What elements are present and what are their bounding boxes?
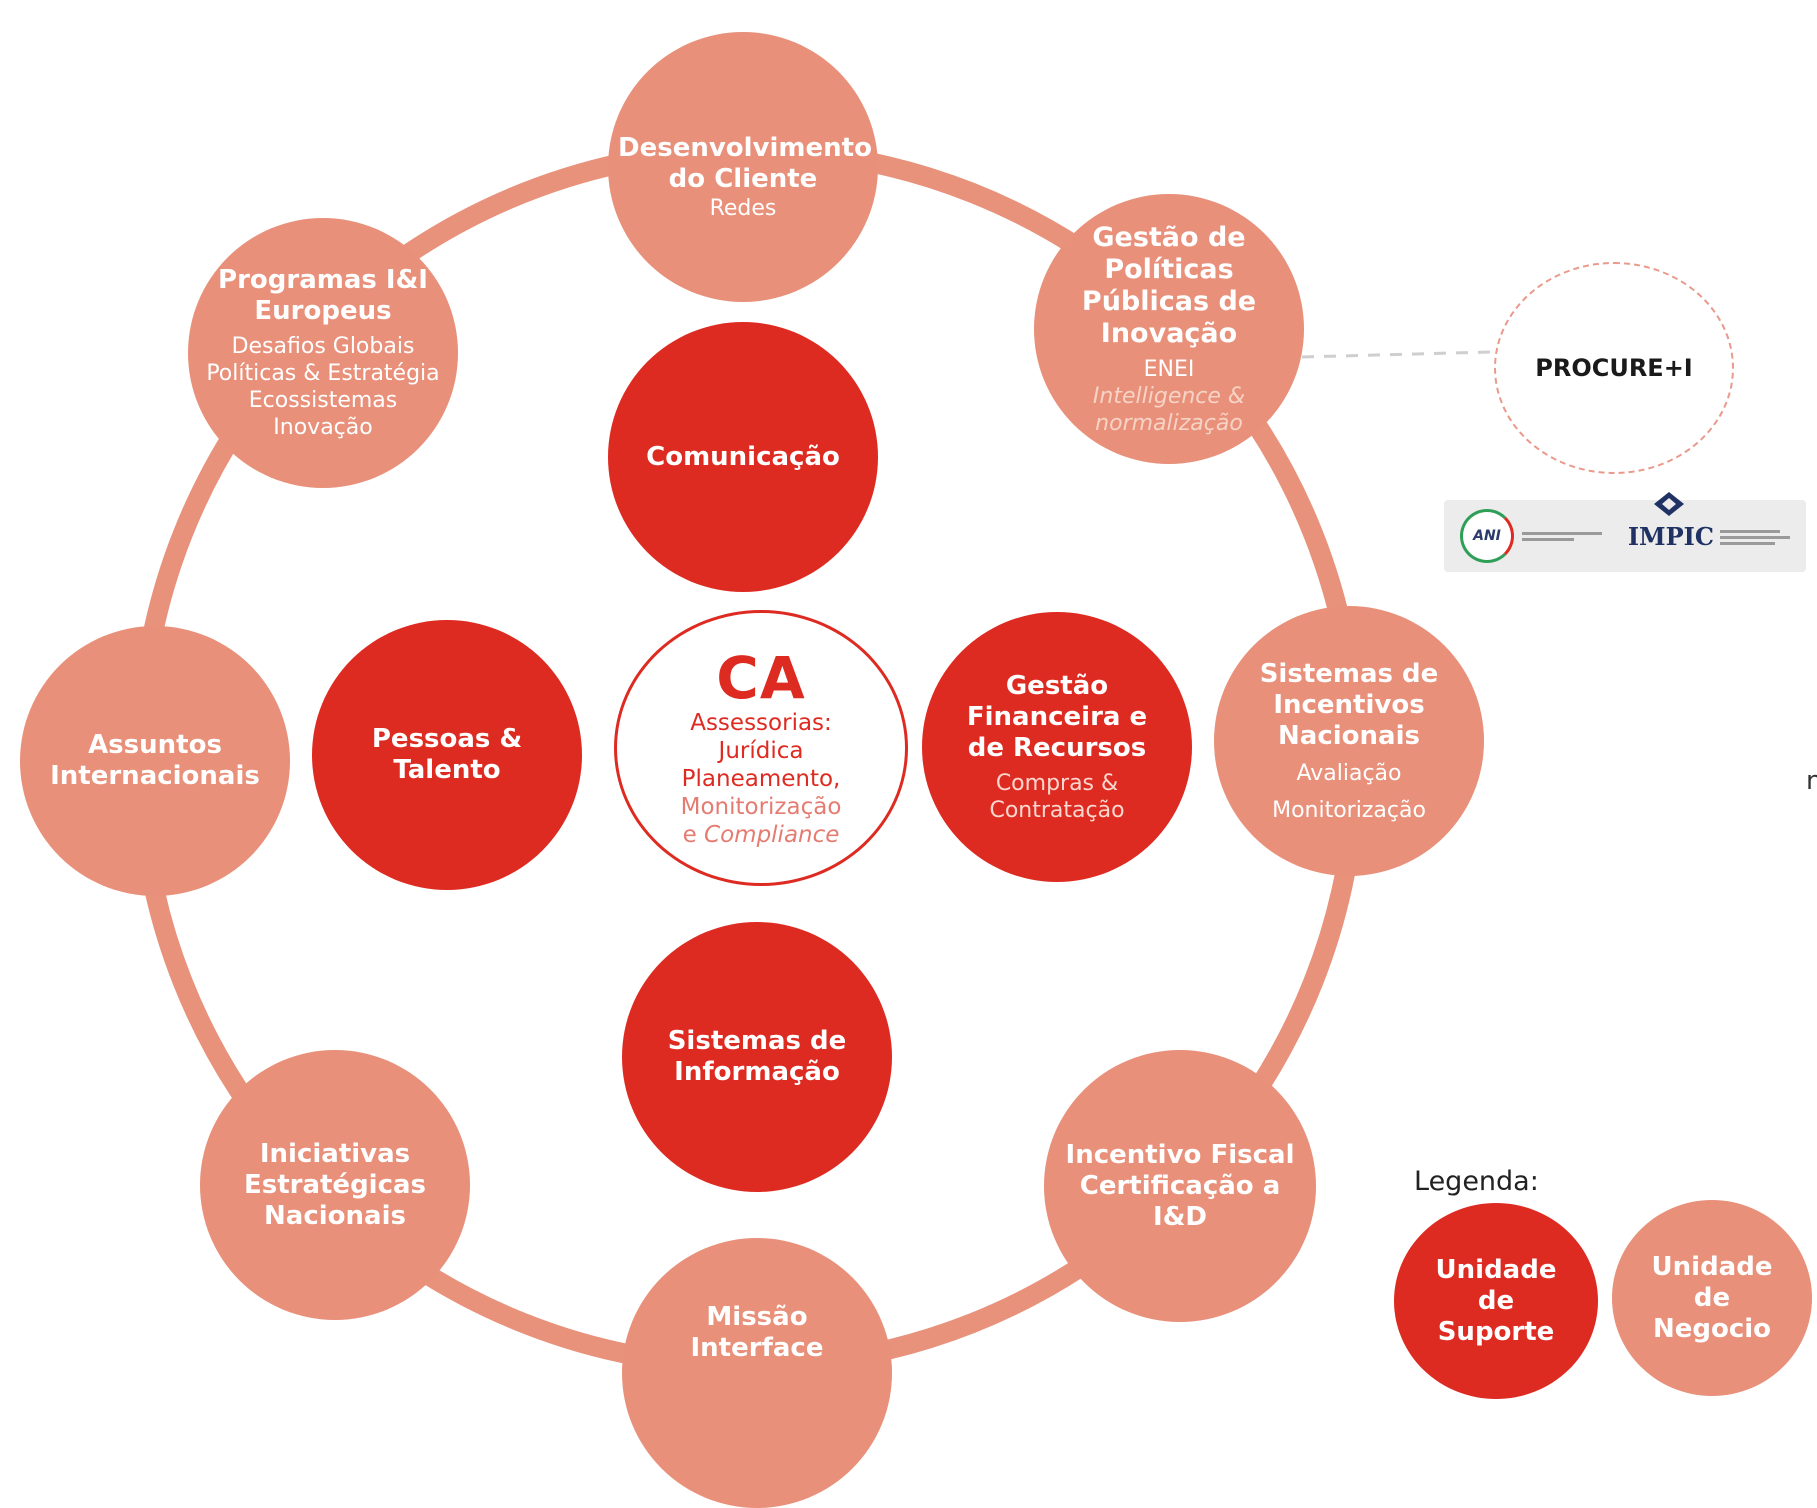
node-programas-europeus: Programas I&I Europeus Desafios Globais …	[188, 218, 458, 488]
node-title: Programas I&I Europeus	[218, 265, 428, 326]
center-line: Planeamento,	[681, 766, 841, 792]
node-title: Gestão Financeira e de Recursos	[966, 670, 1148, 763]
node-sub-italic: Intelligence & normalização	[1092, 383, 1246, 436]
node-comunicacao: Comunicação	[608, 322, 878, 592]
node-sub: Avaliação	[1296, 760, 1402, 786]
node-sub: Monitorização	[1272, 797, 1426, 823]
node-sub: Desafios Globais Políticas & Estratégia …	[206, 334, 440, 440]
node-sistemas-informacao: Sistemas de Informação	[622, 922, 892, 1192]
impic-logo-word: IMPIC	[1627, 521, 1714, 551]
node-desenvolvimento-cliente: Desenvolvimento do Cliente Redes	[608, 32, 878, 302]
impic-logo: IMPIC	[1627, 491, 1790, 551]
node-gestao-financeira: Gestão Financeira e de Recursos Compras …	[922, 612, 1192, 882]
legend-support-unit: Unidade de Suporte	[1394, 1203, 1598, 1399]
node-title: Gestão de Políticas Públicas de Inovação	[1081, 221, 1257, 349]
center-line-compliance: e Compliance	[683, 821, 840, 849]
ani-logo-text	[1522, 531, 1602, 541]
node-title: Missão Interface	[690, 1302, 824, 1363]
node-title: Iniciativas Estratégicas Nacionais	[243, 1138, 427, 1231]
node-incentivo-fiscal: Incentivo Fiscal Certificação a I&D	[1044, 1050, 1316, 1322]
node-title: Incentivo Fiscal Certificação a I&D	[1065, 1139, 1295, 1232]
edge-text-fragment: n	[1806, 766, 1817, 796]
legend-label: Legenda:	[1414, 1166, 1539, 1197]
impic-logo-text	[1720, 529, 1790, 551]
center-line-prefix: e	[682, 822, 697, 848]
node-title: Pessoas & Talento	[371, 724, 523, 785]
node-sub: Compras & Contratação	[989, 770, 1125, 823]
ani-logo: ANI	[1460, 509, 1602, 563]
partner-logos: ANI IMPIC	[1444, 491, 1806, 572]
node-sub: ENEI	[1143, 356, 1195, 382]
center-line-italic: Compliance	[704, 822, 840, 848]
node-center-ca: CA Assessorias: Jurídica Planeamento, Mo…	[614, 610, 908, 886]
legend-support-text: Unidade de Suporte	[1435, 1254, 1557, 1347]
node-gestao-politicas: Gestão de Políticas Públicas de Inovação…	[1034, 194, 1304, 464]
procure-label: PROCURE+I	[1535, 354, 1693, 382]
ani-logo-mark: ANI	[1460, 509, 1514, 563]
center-line: Monitorização	[680, 794, 842, 820]
node-title: Assuntos Internacionais	[50, 730, 260, 791]
node-missao-interface: Missão Interface	[622, 1238, 892, 1508]
node-title: Sistemas de Informação	[667, 1026, 847, 1087]
procure-dashed-link	[1301, 350, 1491, 359]
node-assuntos-internacionais: Assuntos Internacionais	[20, 626, 290, 896]
node-title: Comunicação	[646, 441, 840, 472]
node-title: Desenvolvimento do Cliente	[618, 132, 872, 194]
procure-circle: PROCURE+I	[1494, 262, 1734, 474]
node-pessoas-talento: Pessoas & Talento	[312, 620, 582, 890]
center-title: CA	[716, 644, 806, 712]
center-line: Jurídica	[718, 738, 804, 764]
node-sub: Redes	[709, 195, 777, 221]
impic-logo-mark	[1653, 491, 1684, 516]
legend-business-unit: Unidade de Negocio	[1612, 1200, 1812, 1396]
node-title: Sistemas de Incentivos Nacionais	[1259, 658, 1439, 751]
node-iniciativas-estrategicas: Iniciativas Estratégicas Nacionais	[200, 1050, 470, 1320]
legend-business-text: Unidade de Negocio	[1651, 1251, 1773, 1344]
node-sistemas-incentivos: Sistemas de Incentivos Nacionais Avaliaç…	[1214, 606, 1484, 876]
center-line: Assessorias:	[690, 710, 832, 736]
